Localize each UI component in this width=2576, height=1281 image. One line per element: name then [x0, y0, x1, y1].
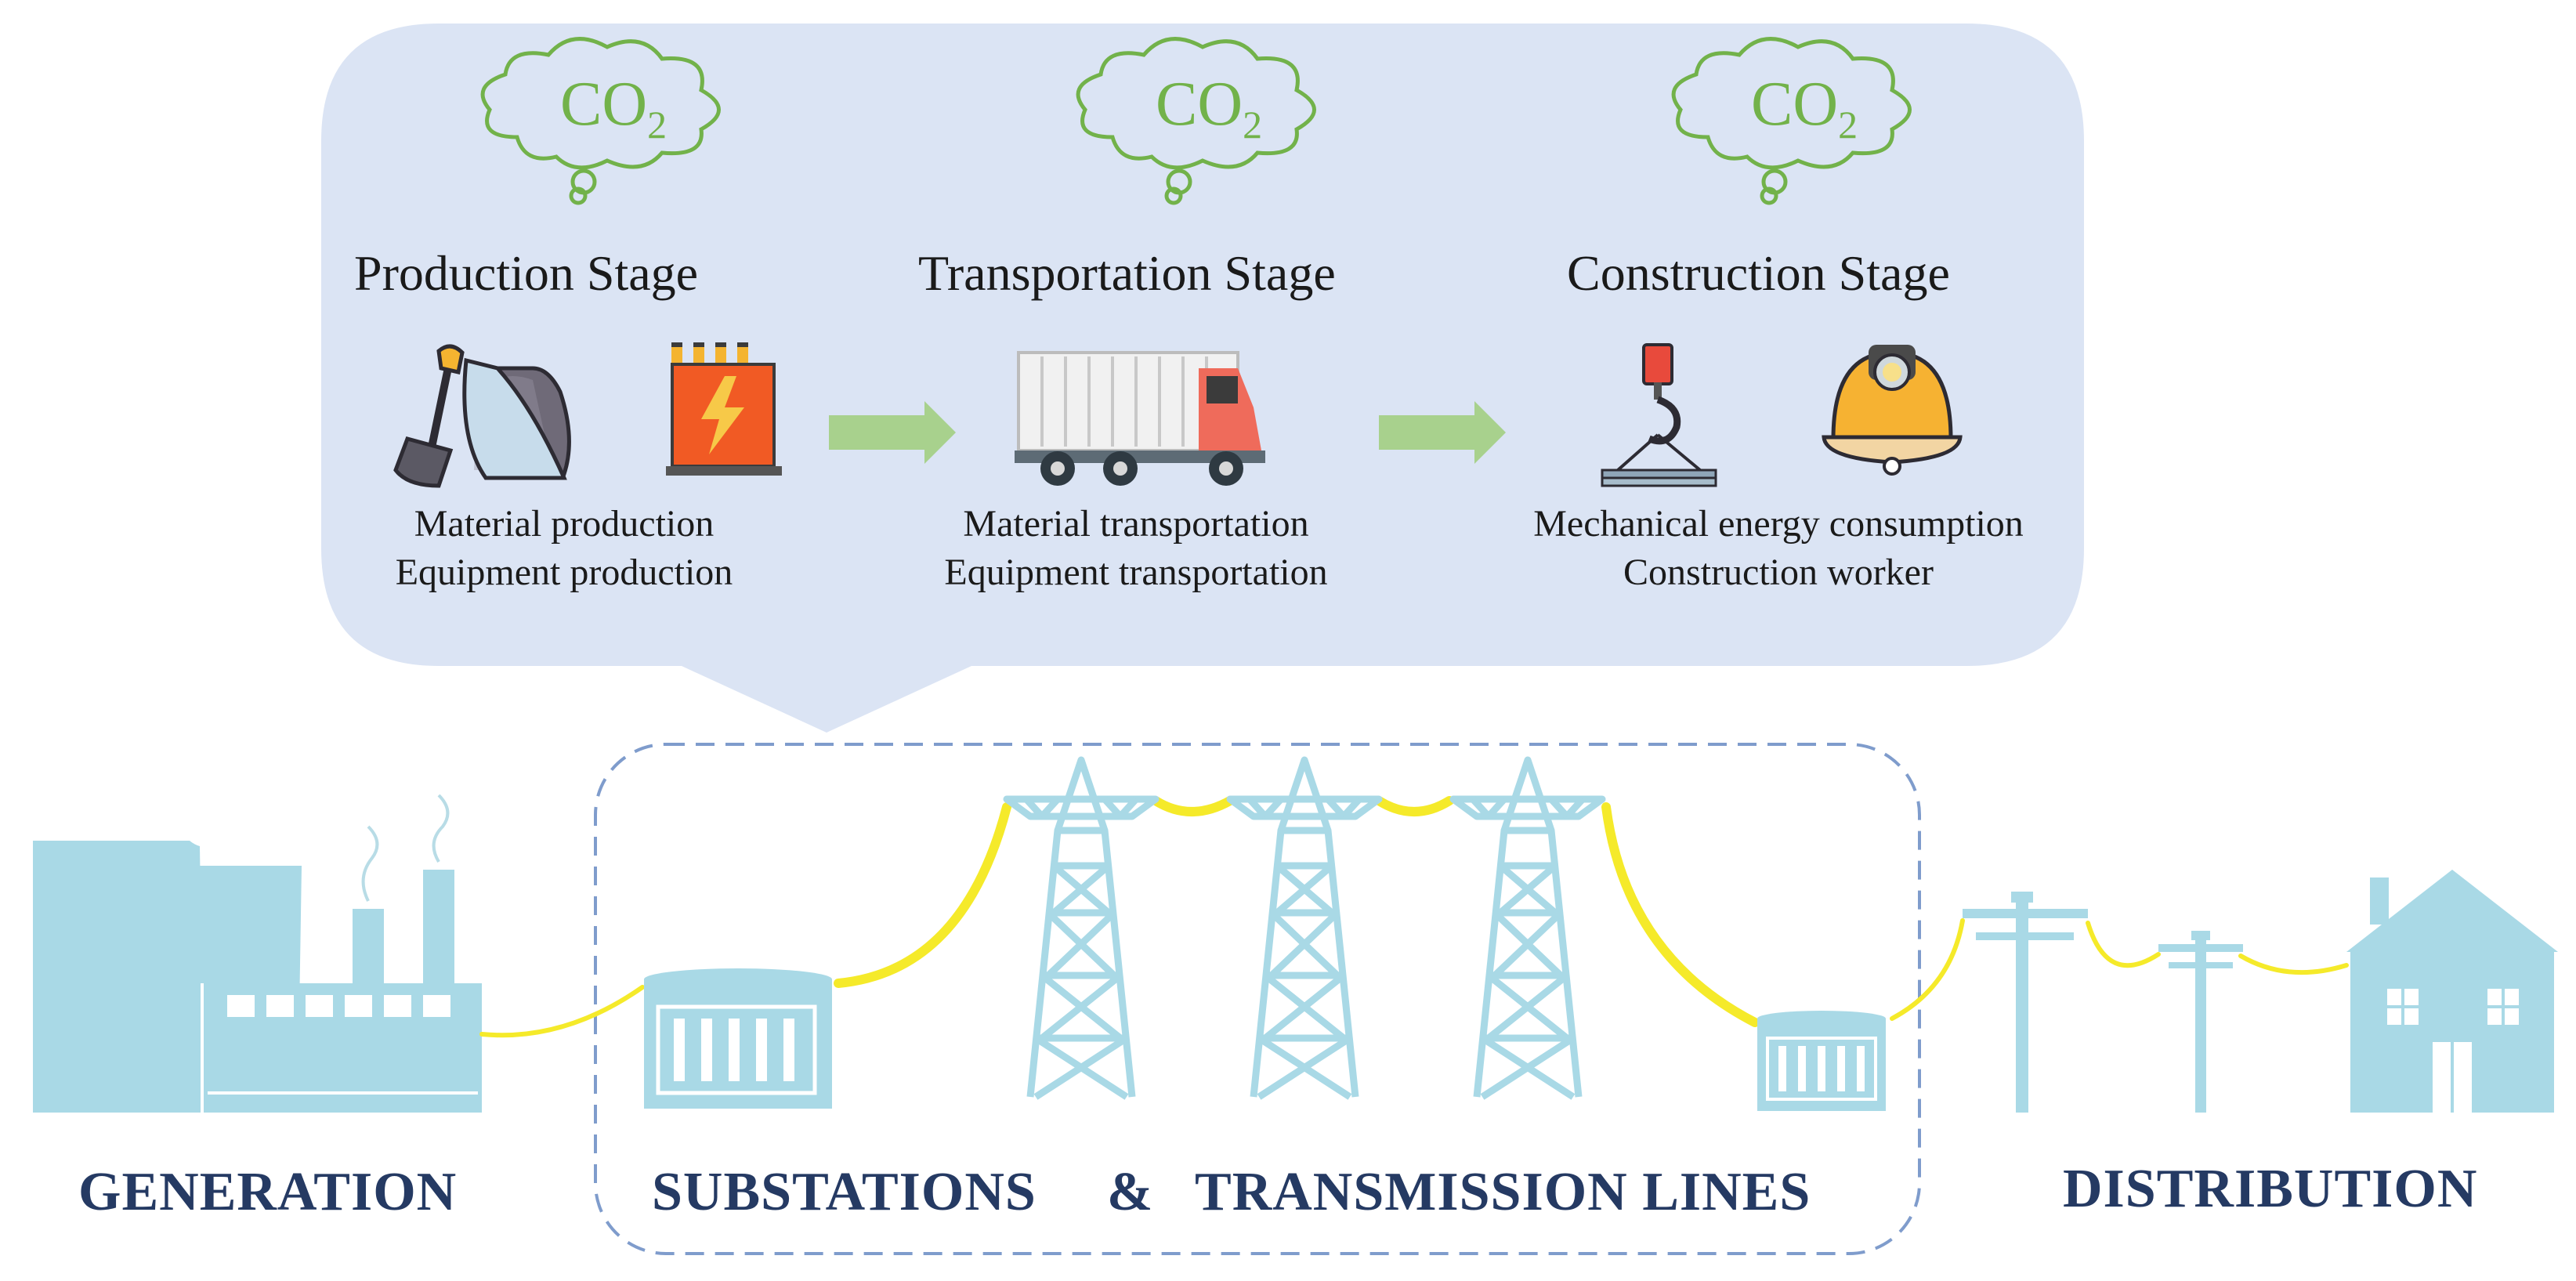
transportation-caption: Material transportation Equipment transp…: [885, 500, 1387, 597]
arrow-right-icon: [1379, 401, 1506, 464]
transportation-stage-title: Transportation Stage: [918, 245, 1336, 301]
crane-hook-icon: [1601, 343, 1717, 487]
co2-text: CO: [1751, 70, 1839, 139]
smoke-icon: [361, 794, 450, 902]
transmission-tower-icon: [1449, 756, 1606, 1100]
co2-label: CO2: [1156, 69, 1262, 147]
caption-line: Equipment production: [395, 552, 733, 593]
transmission-tower-icon: [1003, 756, 1160, 1100]
transmission-lines-label: TRANSMISSION LINES: [1195, 1162, 1811, 1222]
co2-subscript: 2: [647, 103, 668, 147]
transmission-tower-icon: [1226, 756, 1383, 1100]
truck-icon: [1015, 351, 1265, 486]
utility-pole-icon: [1963, 892, 2088, 1113]
co2-subscript: 2: [1838, 103, 1858, 147]
co2-cloud-icon: [1671, 37, 1912, 205]
co2-text: CO: [560, 70, 648, 139]
ampersand-label: &: [1107, 1162, 1154, 1222]
arrow-right-icon: [829, 401, 956, 464]
substations-transmission-region: [594, 743, 1921, 1255]
caption-line: Construction worker: [1623, 552, 1934, 593]
power-wires: [479, 796, 2349, 1038]
mining-helmet-icon: [1822, 345, 1963, 476]
shovel-sack-icon: [393, 344, 571, 488]
production-caption: Material production Equipment production: [337, 500, 791, 597]
power-plant-icon: [33, 838, 482, 1113]
co2-cloud-icon: [480, 37, 721, 205]
substations-label: SUBSTATIONS: [652, 1162, 1037, 1222]
construction-stage-title: Construction Stage: [1567, 245, 1950, 301]
caption-line: Mechanical energy consumption: [1533, 503, 2024, 545]
substation-icon: [644, 968, 832, 1109]
caption-line: Material transportation: [963, 503, 1309, 545]
utility-pole-icon: [2158, 931, 2243, 1113]
co2-subscript: 2: [1243, 103, 1263, 147]
co2-label: CO2: [560, 69, 667, 147]
production-stage-title: Production Stage: [354, 245, 699, 301]
generation-label: GENERATION: [78, 1162, 458, 1222]
house-icon: [2346, 870, 2558, 1113]
co2-cloud-icon: [1076, 37, 1316, 205]
distribution-label: DISTRIBUTION: [2063, 1159, 2478, 1219]
plant-windows: [208, 995, 478, 1095]
transformer-lightning-icon: [666, 342, 782, 476]
co2-label: CO2: [1751, 69, 1858, 147]
co2-text: CO: [1156, 70, 1243, 139]
caption-line: Equipment transportation: [944, 552, 1328, 593]
construction-caption: Mechanical energy consumption Constructi…: [1473, 500, 2084, 597]
caption-line: Material production: [414, 503, 715, 545]
substation-icon: [1757, 1011, 1886, 1111]
